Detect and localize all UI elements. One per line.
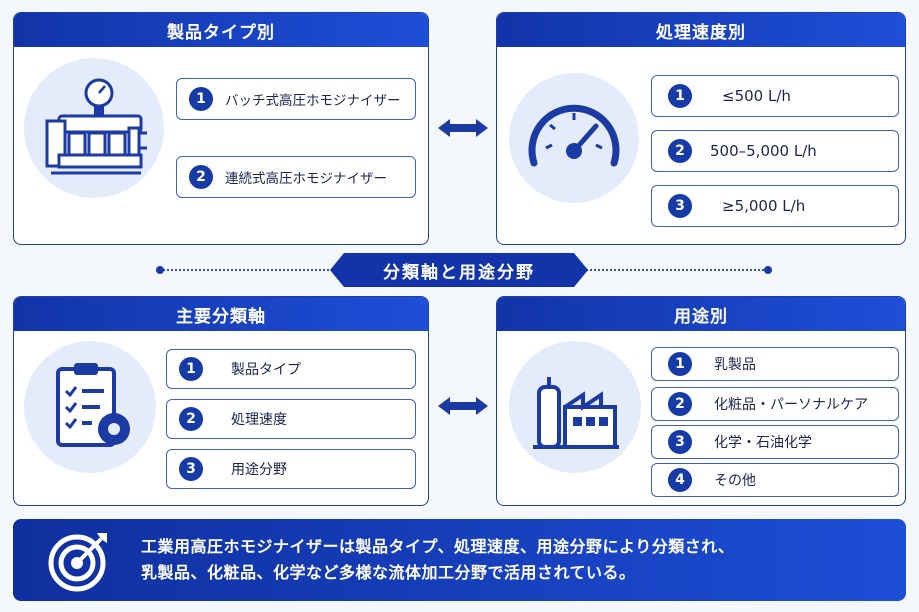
panel-title: 用途別 bbox=[497, 297, 905, 331]
center-banner: 分類軸と用途分野 bbox=[330, 253, 588, 287]
item-number: 1 bbox=[189, 87, 213, 111]
list-item: 1 ≤500 L/h bbox=[651, 75, 899, 117]
item-number: 3 bbox=[668, 194, 692, 218]
item-number: 2 bbox=[179, 407, 203, 431]
item-number: 1 bbox=[668, 84, 692, 108]
list-item: 1 バッチ式高圧ホモジナイザー bbox=[176, 78, 416, 120]
item-number: 2 bbox=[189, 165, 213, 189]
item-number: 2 bbox=[668, 139, 692, 163]
item-number: 3 bbox=[179, 457, 203, 481]
list-item: 2 500–5,000 L/h bbox=[651, 130, 899, 172]
item-number: 1 bbox=[179, 357, 203, 381]
item-label: 500–5,000 L/h bbox=[710, 142, 817, 160]
item-label: 化学・石油化学 bbox=[714, 435, 812, 451]
panel-title: 主要分類軸 bbox=[14, 297, 428, 331]
dotted-line-right bbox=[578, 269, 768, 271]
item-label: 化粧品・パーソナルケア bbox=[714, 397, 868, 413]
list-item: 3 ≥5,000 L/h bbox=[651, 185, 899, 227]
panel-speed: 処理速度別 1 ≤500 L/h 2 500–5,000 L/h 3 ≥5,00… bbox=[496, 12, 906, 245]
double-arrow-icon bbox=[438, 397, 488, 415]
item-number: 3 bbox=[668, 430, 692, 454]
item-label: バッチ式高圧ホモジナイザー bbox=[225, 93, 401, 109]
center-banner-text: 分類軸と用途分野 bbox=[383, 262, 535, 283]
list-item: 1 乳製品 bbox=[651, 347, 899, 381]
item-label: 連続式高圧ホモジナイザー bbox=[225, 171, 387, 187]
factory-icon bbox=[509, 341, 641, 473]
summary-bar: 工業用高圧ホモジナイザーは製品タイプ、処理速度、用途分野により分類され、 乳製品… bbox=[13, 519, 906, 601]
item-number: 1 bbox=[668, 352, 692, 376]
item-label: その他 bbox=[714, 473, 756, 489]
checklist-gear-icon bbox=[24, 341, 156, 473]
item-number: 2 bbox=[668, 392, 692, 416]
dot-left bbox=[156, 266, 164, 274]
double-arrow-icon bbox=[438, 119, 488, 137]
list-item: 1 製品タイプ bbox=[166, 349, 416, 389]
panel-title: 処理速度別 bbox=[497, 13, 905, 47]
panel-main-axes: 主要分類軸 1 製品タイプ 2 処理速度 3 用途分野 bbox=[13, 296, 429, 506]
item-label: 乳製品 bbox=[714, 357, 756, 373]
list-item: 2 処理速度 bbox=[166, 399, 416, 439]
list-item: 3 用途分野 bbox=[166, 449, 416, 489]
dot-right bbox=[764, 266, 772, 274]
item-label: 処理速度 bbox=[231, 412, 287, 428]
summary-text: 工業用高圧ホモジナイザーは製品タイプ、処理速度、用途分野により分類され、 乳製品… bbox=[141, 534, 734, 586]
list-item: 2 連続式高圧ホモジナイザー bbox=[176, 156, 416, 198]
summary-line-2: 乳製品、化粧品、化学など多様な流体加工分野で活用されている。 bbox=[141, 563, 636, 582]
panel-title: 製品タイプ別 bbox=[14, 13, 428, 47]
item-label: 用途分野 bbox=[231, 462, 287, 478]
target-icon bbox=[48, 533, 107, 592]
item-label: 製品タイプ bbox=[231, 362, 301, 378]
homogenizer-machine-icon bbox=[24, 58, 164, 198]
item-number: 4 bbox=[668, 468, 692, 492]
item-label: ≤500 L/h bbox=[722, 87, 791, 105]
panel-product-type: 製品タイプ別 1 バッチ式高圧ホモジナイザー 2 連続式高圧ホモジナイザー bbox=[13, 12, 429, 245]
dotted-line-left bbox=[160, 269, 340, 271]
gauge-icon bbox=[509, 73, 639, 203]
list-item: 2 化粧品・パーソナルケア bbox=[651, 387, 899, 421]
list-item: 3 化学・石油化学 bbox=[651, 425, 899, 459]
item-label: ≥5,000 L/h bbox=[722, 197, 806, 215]
panel-application: 用途別 1 乳製品 2 化粧品・パーソナルケア 3 化学・石油化学 4 その他 bbox=[496, 296, 906, 506]
list-item: 4 その他 bbox=[651, 463, 899, 497]
summary-line-1: 工業用高圧ホモジナイザーは製品タイプ、処理速度、用途分野により分類され、 bbox=[141, 537, 735, 556]
